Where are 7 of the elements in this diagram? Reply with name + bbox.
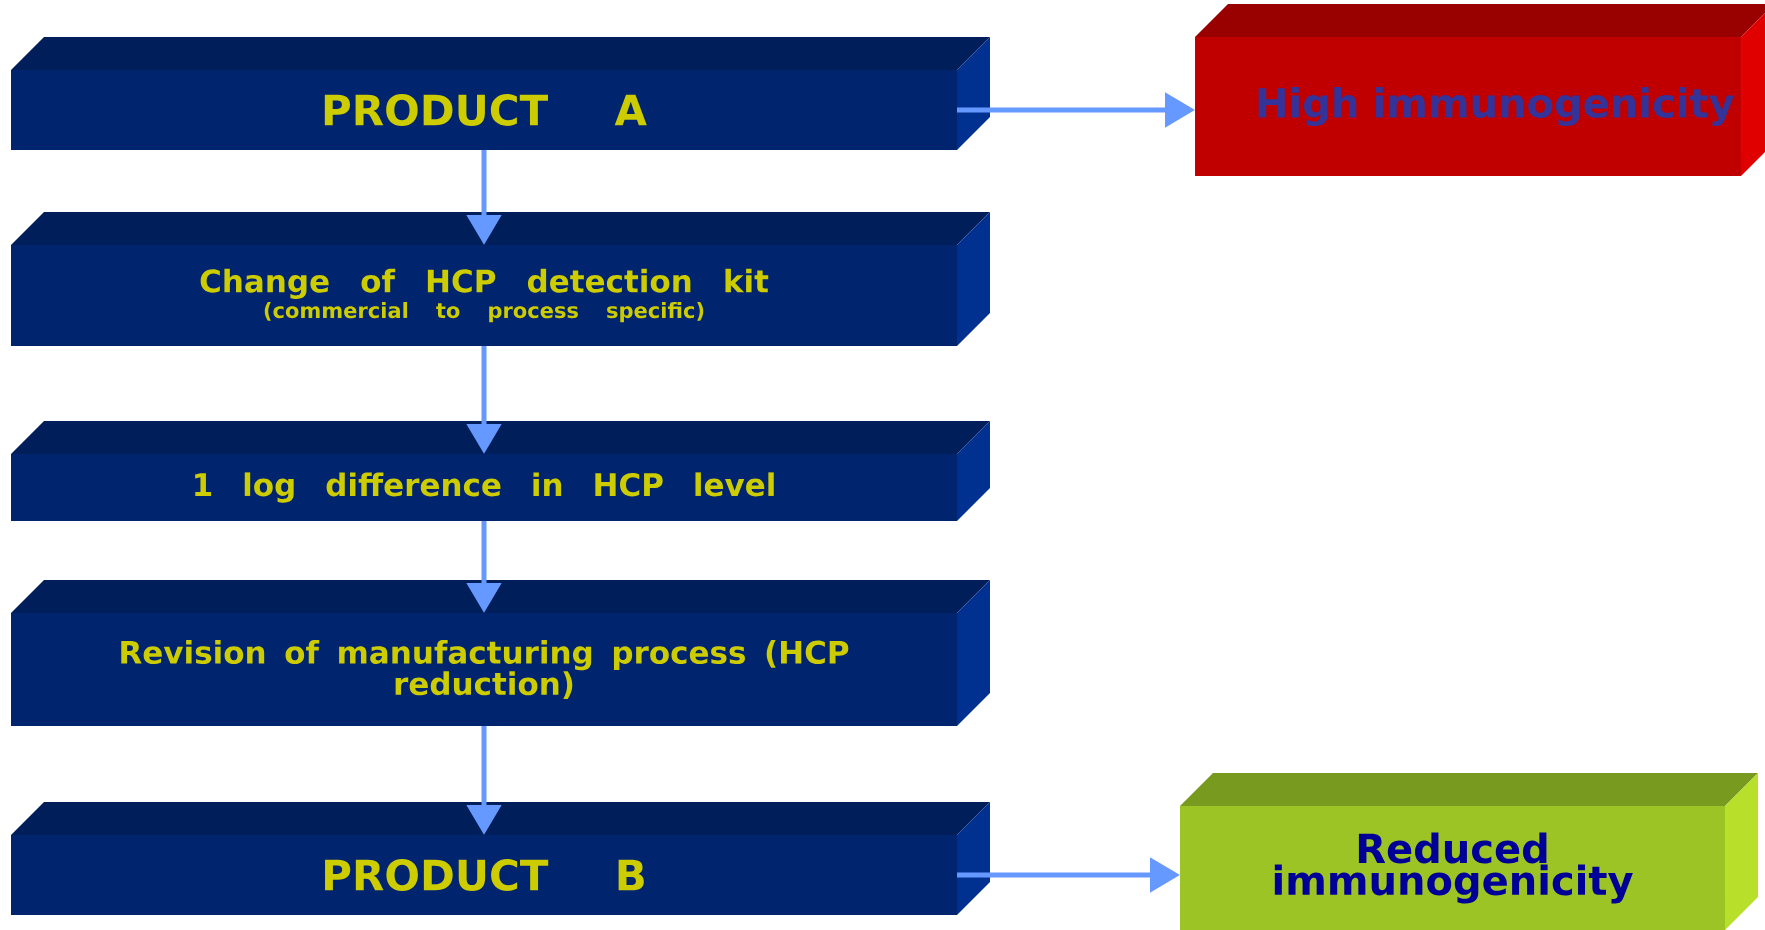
outcome-box: Reduced immunogenicity (1180, 773, 1758, 930)
outcome-box: High immunogenicity (1195, 4, 1765, 176)
process-box: PRODUCT A (11, 37, 990, 150)
process-box: PRODUCT B (11, 802, 990, 915)
process-box: 1 log difference in HCP level (11, 421, 990, 521)
process-box: Change of HCP detection kit (commercial to process specific) (11, 212, 990, 346)
process-box: Revision of manufacturing process (HCP reduction) (11, 580, 990, 726)
